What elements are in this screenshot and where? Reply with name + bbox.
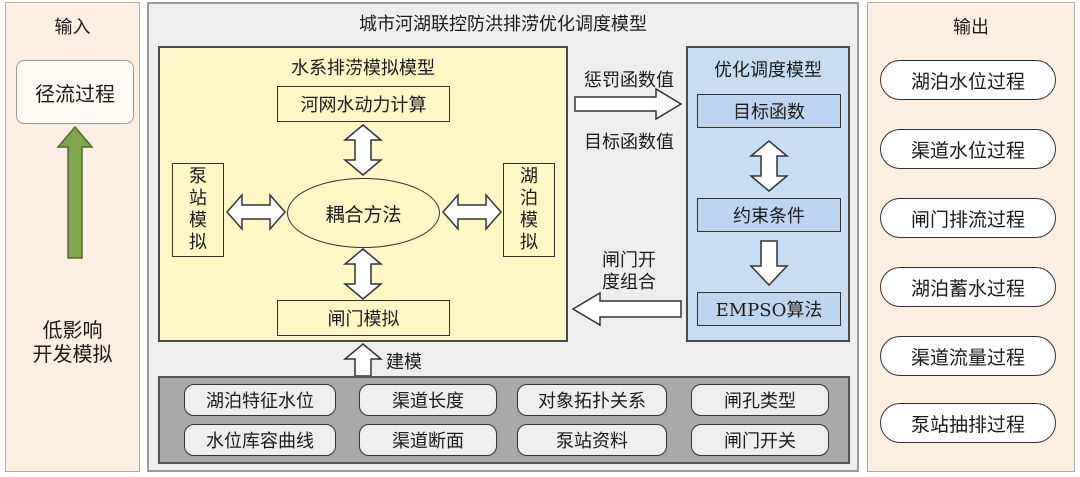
pump-char-4: 拟 <box>189 232 207 253</box>
right-arrow-icon <box>574 87 683 121</box>
output-lake-level: 湖泊水位过程 <box>880 60 1056 100</box>
output-channel-flow: 渠道流量过程 <box>880 336 1056 376</box>
data-item-pump-data: 泵站资料 <box>517 424 667 456</box>
data-item-orifice-type: 闸孔类型 <box>691 384 829 416</box>
gate-combination-label: 闸门开 度组合 <box>574 250 684 294</box>
pump-char-3: 模 <box>189 210 207 231</box>
double-arrow-icon-top <box>342 124 384 176</box>
constraint-box: 约束条件 <box>697 198 841 232</box>
river-network-box: 河网水动力计算 <box>277 86 450 122</box>
runoff-process-box: 径流过程 <box>16 60 134 124</box>
gate-combo-line-1: 闸门开 <box>602 250 656 271</box>
data-item-topology: 对象拓扑关系 <box>517 384 667 416</box>
down-arrow-icon-blue <box>749 240 789 287</box>
lid-simulation-label: 低影响 开发模拟 <box>5 318 140 366</box>
lid-line-2: 开发模拟 <box>32 342 113 366</box>
data-item-lake-level: 湖泊特征水位 <box>184 384 336 416</box>
pump-station-box: 泵 站 模 拟 <box>172 163 224 257</box>
optimization-model-title: 优化调度模型 <box>714 60 822 81</box>
penalty-value-label: 惩罚函数值 <box>584 70 674 91</box>
coupling-ellipse: 耦合方法 <box>287 178 440 248</box>
lake-box: 湖 泊 模 拟 <box>503 163 555 257</box>
gate-combo-line-2: 度组合 <box>602 272 656 293</box>
drainage-model-title: 水系排涝模拟模型 <box>291 58 435 79</box>
lake-char-3: 模 <box>520 210 538 231</box>
lake-char-4: 拟 <box>520 232 538 253</box>
output-channel-level: 渠道水位过程 <box>880 129 1056 169</box>
lid-line-1: 低影响 <box>42 318 103 342</box>
up-arrow-icon <box>56 125 94 259</box>
double-arrow-icon-blue <box>748 140 790 192</box>
lake-char-2: 泊 <box>520 188 538 209</box>
data-item-channel-section: 渠道断面 <box>359 424 497 456</box>
gate-simulation-box: 闸门模拟 <box>277 300 450 336</box>
left-arrow-icon <box>571 291 682 327</box>
objective-function-box: 目标函数 <box>697 94 841 128</box>
data-item-gate-switch: 闸门开关 <box>691 424 829 456</box>
modeling-label: 建模 <box>386 352 422 373</box>
empso-algorithm-box: EMPSO算法 <box>697 292 841 326</box>
output-pump-discharge: 泵站抽排过程 <box>880 403 1056 443</box>
pump-char-1: 泵 <box>189 166 207 187</box>
output-gate-discharge: 闸门排流过程 <box>880 198 1056 238</box>
double-arrow-icon-left <box>225 193 287 231</box>
pump-char-2: 站 <box>189 188 207 209</box>
data-item-storage-curve: 水位库容曲线 <box>184 424 336 456</box>
lake-char-1: 湖 <box>520 166 538 187</box>
input-title: 输入 <box>54 17 91 38</box>
double-arrow-icon-bottom <box>342 248 384 300</box>
model-title: 城市河湖联控防洪排涝优化调度模型 <box>359 14 647 35</box>
objective-value-label: 目标函数值 <box>584 132 674 153</box>
output-title: 输出 <box>953 17 989 38</box>
data-item-channel-length: 渠道长度 <box>359 384 497 416</box>
modeling-up-arrow-icon <box>342 343 384 377</box>
double-arrow-icon-right <box>441 193 503 231</box>
output-lake-storage: 湖泊蓄水过程 <box>880 267 1056 307</box>
